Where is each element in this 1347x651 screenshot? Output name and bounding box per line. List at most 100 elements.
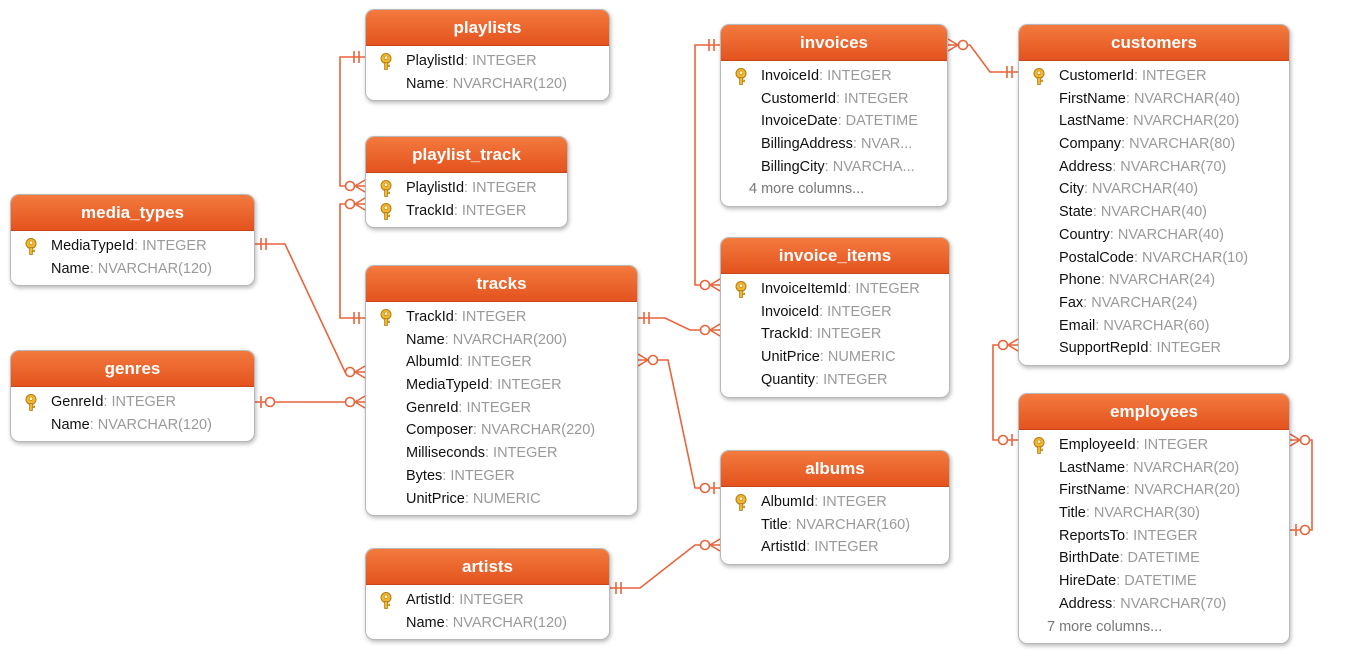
column-name: Title xyxy=(761,516,788,533)
column-row[interactable]: Country: NVARCHAR(40) xyxy=(1019,224,1289,247)
table-title[interactable]: playlists xyxy=(366,10,609,46)
column-row[interactable]: Bytes: INTEGER xyxy=(366,465,637,488)
column-row[interactable]: MediaTypeId: INTEGER xyxy=(11,235,254,258)
column-row[interactable]: BirthDate: DATETIME xyxy=(1019,547,1289,570)
column-row[interactable]: Address: NVARCHAR(70) xyxy=(1019,156,1289,179)
column-row[interactable]: LastName: NVARCHAR(20) xyxy=(1019,110,1289,133)
column-row[interactable]: Composer: NVARCHAR(220) xyxy=(366,419,637,442)
more-columns-link[interactable]: 4 more columns... xyxy=(749,181,865,198)
column-row[interactable]: AlbumId: INTEGER xyxy=(721,491,949,514)
column-type: INTEGER xyxy=(111,394,176,410)
column-row[interactable]: Address: NVARCHAR(70) xyxy=(1019,593,1289,616)
column-row[interactable]: SupportRepId: INTEGER xyxy=(1019,337,1289,360)
column-type: NVAR... xyxy=(860,136,913,153)
column-separator: : xyxy=(89,260,98,277)
column-type: INTEGER xyxy=(823,371,888,388)
column-row[interactable]: UnitPrice: NUMERIC xyxy=(721,346,949,369)
column-row[interactable]: BillingCity: NVARCHA... xyxy=(721,156,947,179)
table-title[interactable]: playlist_track xyxy=(366,137,567,173)
column-name: MediaTypeId xyxy=(51,238,135,254)
column-type: NVARCHAR(70) xyxy=(1120,158,1227,175)
zero-marker xyxy=(647,354,659,366)
column-row[interactable]: Title: NVARCHAR(160) xyxy=(721,514,949,537)
column-row[interactable]: Phone: NVARCHAR(24) xyxy=(1019,269,1289,292)
column-row[interactable]: BillingAddress: NVAR... xyxy=(721,133,947,156)
table-title[interactable]: tracks xyxy=(366,266,637,302)
column-row[interactable]: Email: NVARCHAR(60) xyxy=(1019,315,1289,338)
column-row[interactable]: City: NVARCHAR(40) xyxy=(1019,178,1289,201)
column-row[interactable]: Quantity: INTEGER xyxy=(721,369,949,392)
column-row[interactable]: Name: NVARCHAR(120) xyxy=(366,73,609,96)
column-row[interactable]: ArtistId: INTEGER xyxy=(366,589,609,612)
column-row[interactable]: PlaylistId: INTEGER xyxy=(366,50,609,73)
column-type: NVARCHAR(10) xyxy=(1142,249,1249,266)
table-title[interactable]: artists xyxy=(366,549,609,585)
column-separator: : xyxy=(444,331,453,348)
table-title[interactable]: albums xyxy=(721,451,949,487)
table-title[interactable]: media_types xyxy=(11,195,254,231)
column-row[interactable]: GenreId: INTEGER xyxy=(366,397,637,420)
column-row[interactable]: Name: NVARCHAR(200) xyxy=(366,329,637,352)
table-title[interactable]: invoices xyxy=(721,25,947,61)
column-type: INTEGER xyxy=(497,377,562,394)
column-name: Email xyxy=(1059,317,1096,334)
column-name: SupportRepId xyxy=(1059,340,1149,357)
column-row[interactable]: UnitPrice: NUMERIC xyxy=(366,488,637,511)
column-row[interactable]: TrackId: INTEGER xyxy=(366,306,637,329)
column-row[interactable]: InvoiceId: INTEGER xyxy=(721,301,949,324)
column-row[interactable]: FirstName: NVARCHAR(40) xyxy=(1019,88,1289,111)
column-name: CustomerId xyxy=(1059,68,1134,84)
column-row[interactable]: LastName: NVARCHAR(20) xyxy=(1019,457,1289,480)
column-row[interactable]: TrackId: INTEGER xyxy=(366,200,567,223)
column-row[interactable]: InvoiceItemId: INTEGER xyxy=(721,278,949,301)
table-title[interactable]: genres xyxy=(11,351,254,387)
column-row[interactable]: Name: NVARCHAR(120) xyxy=(11,414,254,437)
key-icon xyxy=(24,394,38,411)
column-row[interactable]: PlaylistId: INTEGER xyxy=(366,177,567,200)
column-separator: : xyxy=(464,180,473,196)
column-name: ArtistId xyxy=(406,592,452,608)
column-row[interactable]: Fax: NVARCHAR(24) xyxy=(1019,292,1289,315)
column-row[interactable]: TrackId: INTEGER xyxy=(721,323,949,346)
relationship-line xyxy=(255,243,365,373)
zero-marker xyxy=(997,434,1009,446)
column-row[interactable]: State: NVARCHAR(40) xyxy=(1019,201,1289,224)
column-row[interactable]: ArtistId: INTEGER xyxy=(721,536,949,559)
column-row[interactable]: Name: NVARCHAR(120) xyxy=(11,258,254,281)
column-row[interactable]: ReportsTo: INTEGER xyxy=(1019,525,1289,548)
column-row[interactable]: Name: NVARCHAR(120) xyxy=(366,612,609,635)
column-row[interactable]: AlbumId: INTEGER xyxy=(366,351,637,374)
column-row[interactable]: InvoiceDate: DATETIME xyxy=(721,110,947,133)
column-row[interactable]: EmployeeId: INTEGER xyxy=(1019,434,1289,457)
column-row[interactable]: FirstName: NVARCHAR(20) xyxy=(1019,479,1289,502)
table-title[interactable]: customers xyxy=(1019,25,1289,61)
column-separator: : xyxy=(806,539,815,556)
column-name: LastName xyxy=(1059,459,1126,476)
table-title[interactable]: employees xyxy=(1019,394,1289,430)
column-row[interactable]: CustomerId: INTEGER xyxy=(721,88,947,111)
column-row[interactable]: HireDate: DATETIME xyxy=(1019,570,1289,593)
more-columns-link[interactable]: 7 more columns... xyxy=(1047,618,1163,635)
table-title[interactable]: invoice_items xyxy=(721,238,949,274)
column-row[interactable]: Company: NVARCHAR(80) xyxy=(1019,133,1289,156)
column-row[interactable]: MediaTypeId: INTEGER xyxy=(366,374,637,397)
column-row[interactable]: GenreId: INTEGER xyxy=(11,391,254,414)
column-row[interactable]: CustomerId: INTEGER xyxy=(1019,65,1289,88)
column-row[interactable]: Milliseconds: INTEGER xyxy=(366,442,637,465)
column-row[interactable]: InvoiceId: INTEGER xyxy=(721,65,947,88)
column-row[interactable]: Title: NVARCHAR(30) xyxy=(1019,502,1289,525)
column-separator: : xyxy=(453,309,462,325)
column-row[interactable]: PostalCode: NVARCHAR(10) xyxy=(1019,247,1289,270)
